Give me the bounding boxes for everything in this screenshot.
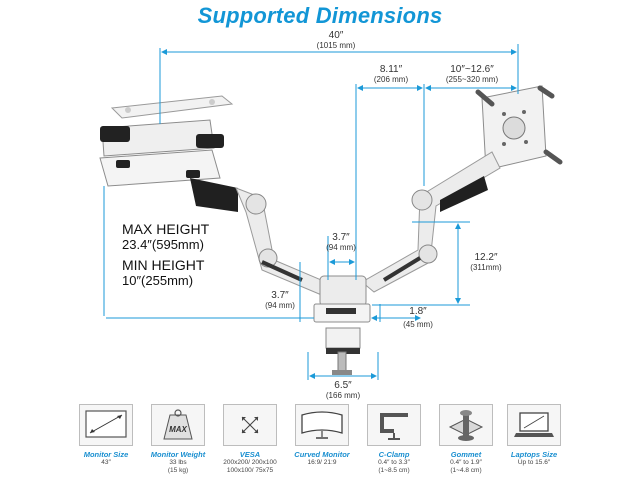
monitor-arm-diagram: 40″ (1015 mm) 8.11″ (206 mm) 10″~12.6″ (… <box>99 30 563 400</box>
dim-label-total-width: 40″ (1015 mm) <box>317 30 356 50</box>
min-height-label: MIN HEIGHT <box>122 257 205 273</box>
dim-label-base-width: 6.5″ (166 mm) <box>326 380 361 400</box>
spec-monitor-weight: MAX Monitor Weight 33 lbs (15 kg) <box>148 404 208 475</box>
dim-label-arm-reach: 10″~12.6″ (255~320 mm) <box>446 64 499 84</box>
laptop-tray <box>99 95 238 212</box>
spec-grommet: Gommet 0.4″ to 1.9″ (1~4.8 cm) <box>436 404 496 475</box>
svg-text:(311mm): (311mm) <box>470 263 502 272</box>
svg-text:(1015 mm): (1015 mm) <box>317 41 356 50</box>
svg-text:10″~12.6″: 10″~12.6″ <box>450 64 494 75</box>
left-arm <box>235 187 327 297</box>
svg-text:(166 mm): (166 mm) <box>326 391 361 400</box>
dim-label-pole-to-arm: 8.11″ (206 mm) <box>374 64 409 84</box>
svg-text:12.2″: 12.2″ <box>474 252 497 263</box>
dim-label-clamp-offset: 1.8″ (45 mm) <box>403 306 433 329</box>
svg-text:3.7″: 3.7″ <box>271 290 289 301</box>
svg-text:MAX: MAX <box>169 425 187 434</box>
svg-text:(45 mm): (45 mm) <box>403 320 433 329</box>
spec-vesa: VESA 200x200/ 200x100 100x100/ 75x75 <box>220 404 280 475</box>
spec-laptop-size: Laptops Size Up to 15.6″ <box>504 404 564 467</box>
svg-text:(255~320 mm): (255~320 mm) <box>446 75 499 84</box>
weight-icon: MAX <box>151 404 205 446</box>
spec-icon-strip: Monitor Size 43″ MAX Monitor Weight 33 l… <box>76 404 564 476</box>
spec-c-clamp: C-Clamp 0.4″ to 3.3″ (1~8.5 cm) <box>364 404 424 475</box>
height-specs: MAX HEIGHT 23.4″(595mm) MIN HEIGHT 10″(2… <box>122 221 210 289</box>
svg-text:(94 mm): (94 mm) <box>326 243 356 252</box>
dim-label-arm-spacing: 3.7″ (94 mm) <box>326 232 356 252</box>
svg-text:1.8″: 1.8″ <box>409 306 427 317</box>
svg-text:8.11″: 8.11″ <box>380 64 403 75</box>
spec-monitor-size: Monitor Size 43″ <box>76 404 136 467</box>
center-pole-and-clamp <box>313 275 371 375</box>
page-title: Supported Dimensions <box>197 3 443 28</box>
svg-text:3.7″: 3.7″ <box>332 232 350 243</box>
max-height-value: 23.4″(595mm) <box>122 237 204 252</box>
dim-label-base-height: 3.7″ (94 mm) <box>265 290 295 310</box>
grommet-icon <box>439 404 493 446</box>
diagonal-arrow-icon <box>79 404 133 446</box>
vesa-pattern-icon <box>223 404 277 446</box>
laptop-icon <box>507 404 561 446</box>
svg-text:6.5″: 6.5″ <box>334 380 352 391</box>
c-clamp-icon <box>367 404 421 446</box>
dim-label-arm-height: 12.2″ (311mm) <box>470 252 502 272</box>
svg-text:(206 mm): (206 mm) <box>374 75 409 84</box>
right-monitor-plate <box>473 85 563 181</box>
min-height-value: 10″(255mm) <box>122 273 194 288</box>
spec-curved-monitor: Curved Monitor 16:9/ 21:9 <box>292 404 352 467</box>
svg-text:(94 mm): (94 mm) <box>265 301 295 310</box>
svg-text:40″: 40″ <box>329 30 344 41</box>
max-height-label: MAX HEIGHT <box>122 221 210 237</box>
curved-monitor-icon <box>295 404 349 446</box>
